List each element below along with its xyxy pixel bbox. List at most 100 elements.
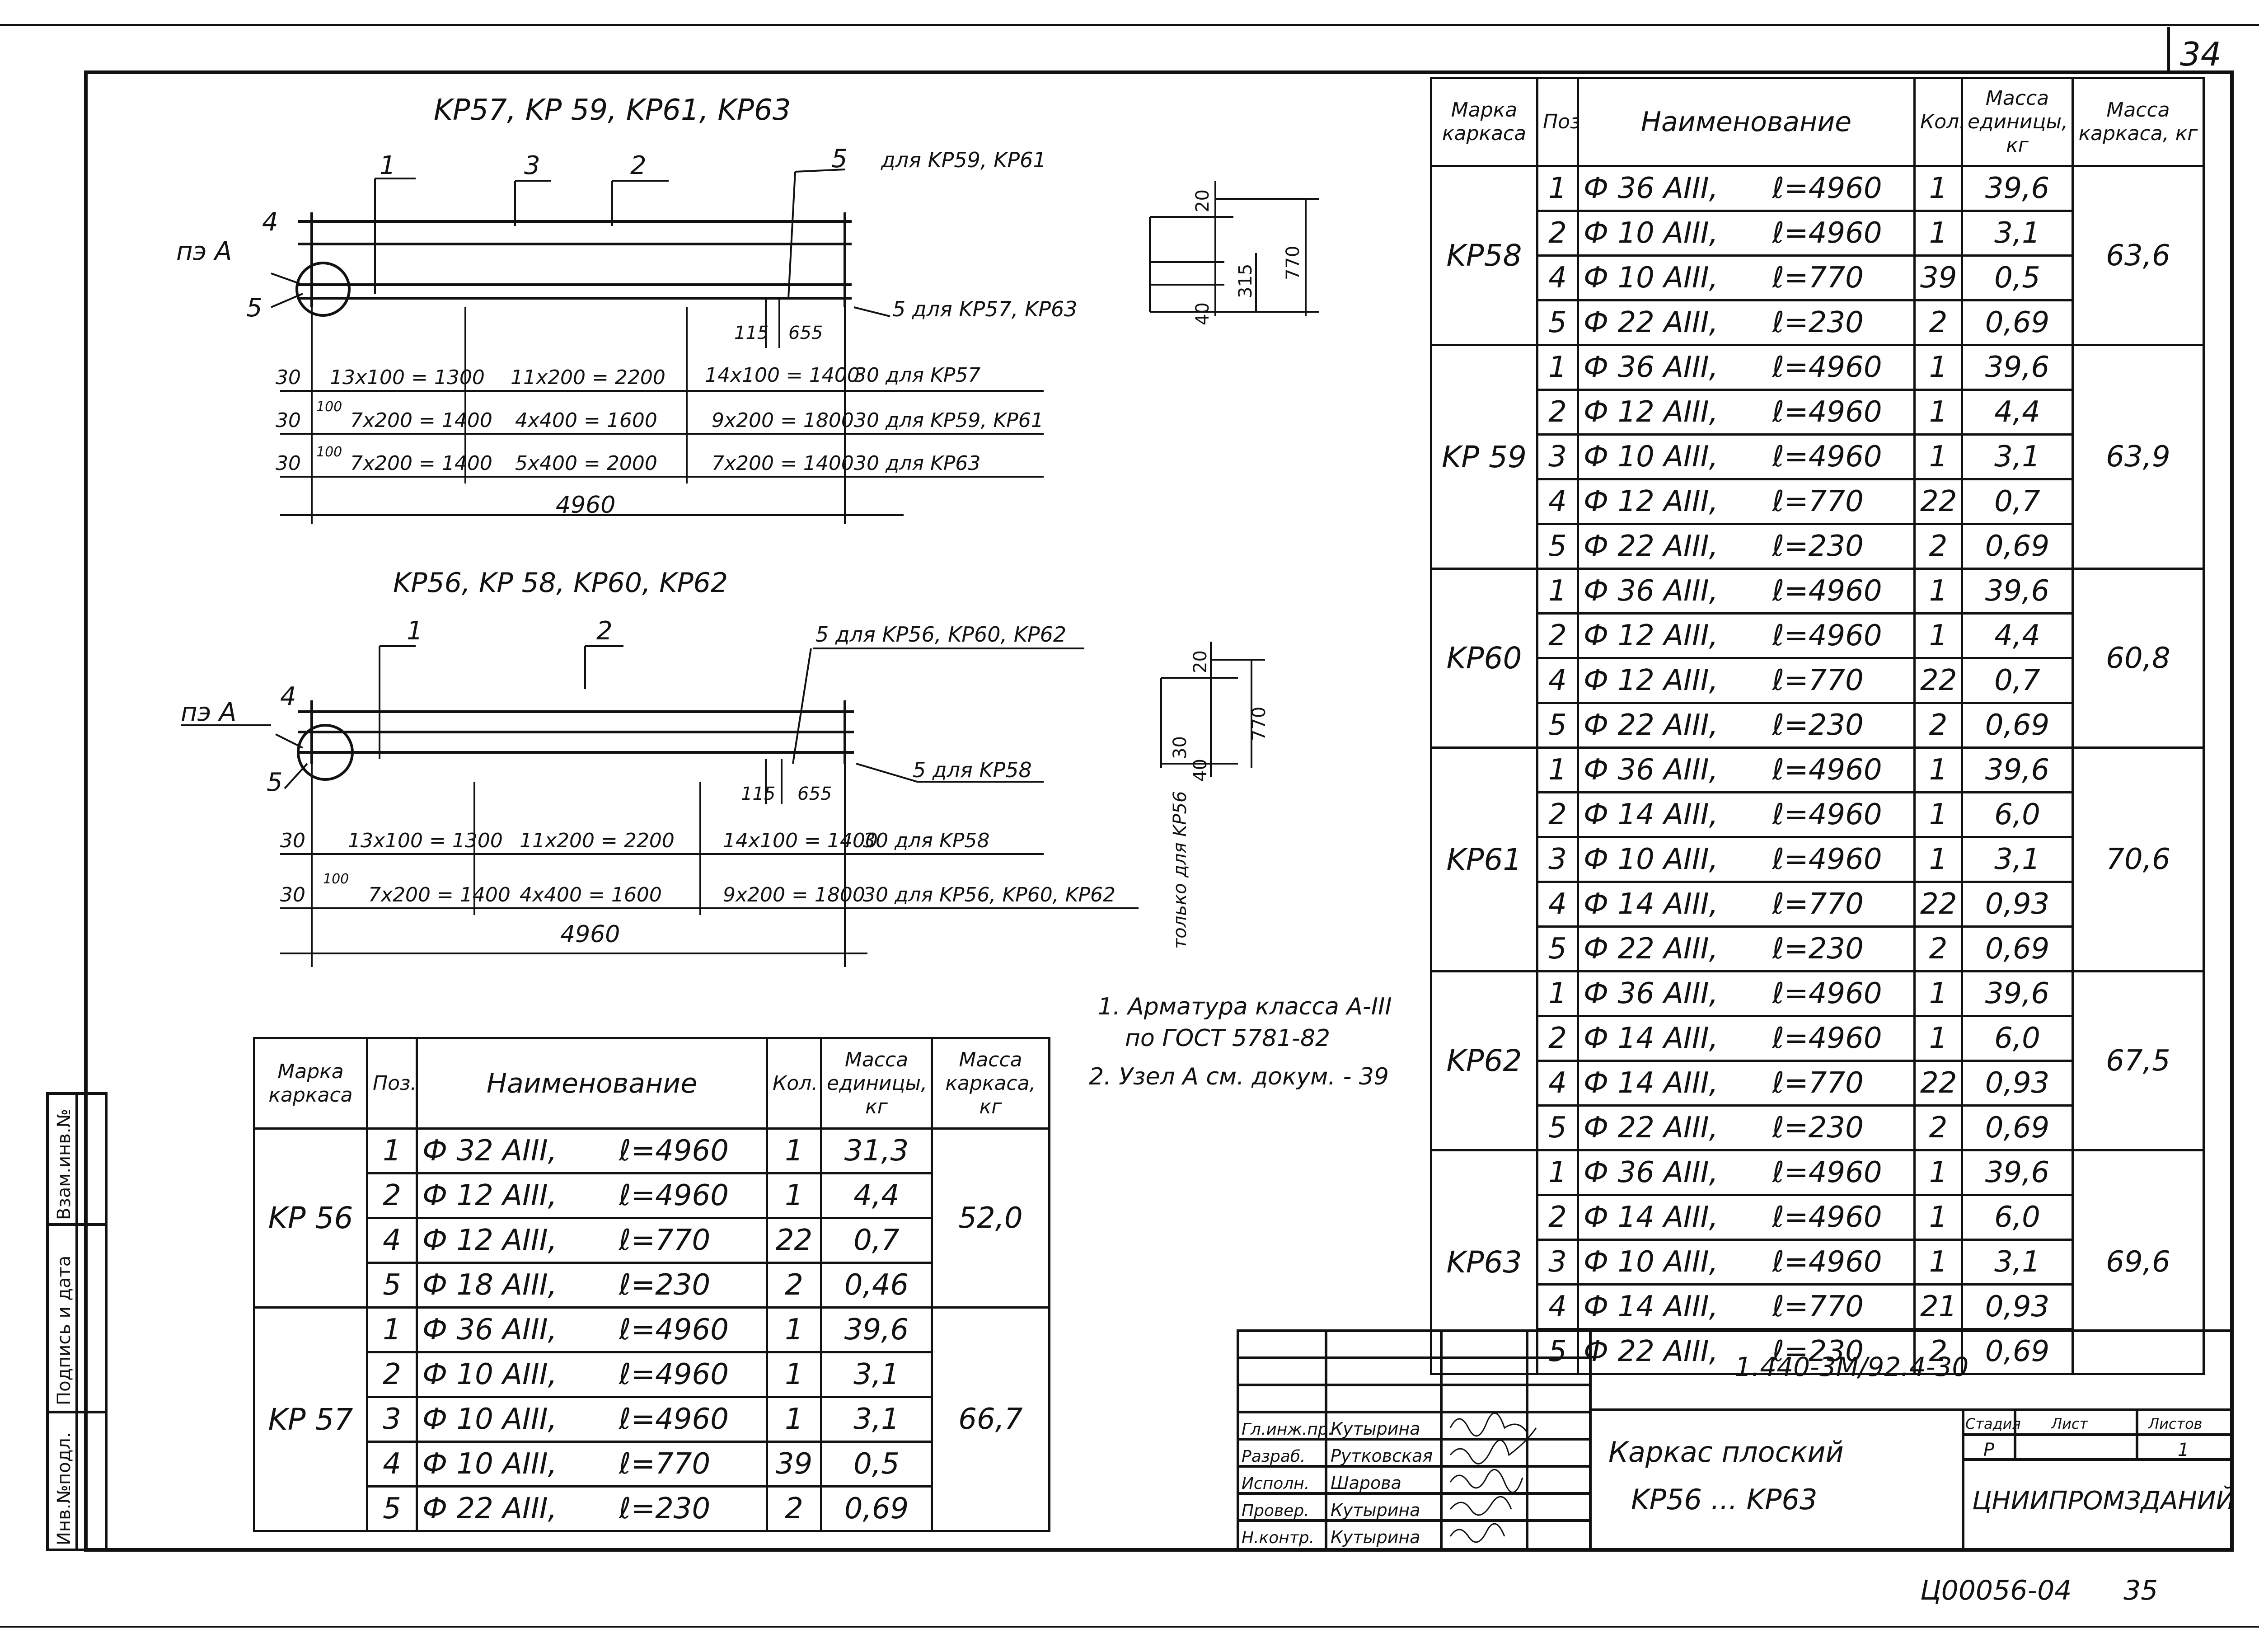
bottom-callout-4: 4 <box>280 682 296 711</box>
quantity: 1 <box>1913 568 1963 615</box>
col-header-mark: Марка каркаса <box>1430 77 1538 167</box>
staff-name-4: Кутырина <box>1331 1527 1420 1547</box>
section-top <box>1149 181 1319 316</box>
position-number: 1 <box>366 1306 418 1353</box>
rebar-length: ℓ=770 <box>619 1224 711 1257</box>
quantity: 22 <box>1913 1060 1963 1107</box>
unit-mass: 6,0 <box>1961 1194 2074 1241</box>
rebar-length: ℓ=230 <box>1772 530 1864 563</box>
unit-mass: 0,93 <box>1961 881 2074 928</box>
top-node-label: пэ A <box>176 237 232 266</box>
position-number: 5 <box>1536 299 1579 346</box>
quantity: 2 <box>1913 1104 1963 1151</box>
title-block-frame <box>1237 1329 2233 1551</box>
unit-mass: 4,4 <box>1961 612 2074 659</box>
top-row2-b: 4x400 = 1600 <box>515 409 657 432</box>
rebar-length: ℓ=4960 <box>1772 1156 1882 1189</box>
bottom-callout-1: 1 <box>407 616 423 646</box>
unit-mass: 31,3 <box>820 1127 933 1174</box>
rebar-diameter: Ф 12 АIII, <box>1584 619 1718 652</box>
rebar-name: Ф 22 АIII,ℓ=230 <box>1577 1328 1916 1375</box>
rebar-name: Ф 22 АIII,ℓ=230 <box>1577 299 1916 346</box>
col-header-frame-mass: Масса каркаса, кг <box>931 1037 1050 1130</box>
quantity: 1 <box>1913 344 1963 391</box>
rebar-diameter: Ф 22 АIII, <box>1584 932 1718 966</box>
top-row3-sub: 100 <box>316 444 342 460</box>
rebar-name: Ф 14 АIII,ℓ=4960 <box>1577 1015 1916 1062</box>
rebar-diameter: Ф 14 АIII, <box>1584 1022 1718 1055</box>
staff-name-3: Кутырина <box>1331 1500 1420 1520</box>
bottom-callout-5-note: 5 для KP56, KP60, KP62 <box>815 622 1066 647</box>
position-number: 1 <box>1536 746 1579 793</box>
rebar-diameter: Ф 10 АIII, <box>1584 261 1718 295</box>
position-number: 1 <box>1536 344 1579 391</box>
rebar-length: ℓ=4960 <box>1772 1201 1882 1234</box>
rebar-diameter: Ф 12 АIII, <box>422 1224 557 1257</box>
unit-mass: 3,1 <box>1961 210 2074 257</box>
frame-mass: 66,7 <box>931 1306 1050 1532</box>
side-stamp <box>46 1092 108 1551</box>
unit-mass: 4,4 <box>1961 389 2074 436</box>
quantity: 2 <box>1913 1328 1963 1375</box>
unit-mass: 0,69 <box>1961 702 2074 749</box>
unit-mass: 39,6 <box>1961 746 2074 793</box>
rebar-diameter: Ф 36 АIII, <box>1584 574 1718 608</box>
col-header-qty: Кол. <box>766 1037 822 1130</box>
bottom-total: 4960 <box>560 921 620 948</box>
rebar-diameter: Ф 22 АIII, <box>1584 1335 1718 1368</box>
sheets-label: Листов <box>2148 1415 2203 1432</box>
bottom-row2-sub: 100 <box>323 871 349 887</box>
section-bottom-770: 770 <box>1249 707 1270 741</box>
top-row1-right: 30 для KP57 <box>854 364 980 387</box>
position-number: 1 <box>1536 1149 1579 1196</box>
quantity: 2 <box>1913 299 1963 346</box>
rebar-name: Ф 36 АIII,ℓ=4960 <box>1577 568 1916 615</box>
unit-mass: 0,69 <box>1961 299 2074 346</box>
quantity: 39 <box>1913 254 1963 301</box>
unit-mass: 39,6 <box>1961 1149 2074 1196</box>
quantity: 1 <box>766 1127 822 1174</box>
rebar-length: ℓ=230 <box>1772 1111 1864 1145</box>
rebar-length: ℓ=4960 <box>619 1134 729 1168</box>
section-top-315: 315 <box>1235 264 1256 298</box>
rebar-diameter: Ф 10 АIII, <box>422 1447 557 1481</box>
position-number: 1 <box>366 1127 418 1174</box>
bottom-row1-right: 30 для KP58 <box>863 829 989 852</box>
rebar-name: Ф 36 АIII,ℓ=4960 <box>1577 970 1916 1017</box>
unit-mass: 39,6 <box>1961 568 2074 615</box>
stage-value: Р <box>1983 1440 1995 1460</box>
quantity: 1 <box>1913 389 1963 436</box>
unit-mass: 39,6 <box>1961 165 2074 212</box>
rebar-name: Ф 12 АIII,ℓ=4960 <box>1577 389 1916 436</box>
section-bottom-30: 30 <box>1170 736 1190 759</box>
position-number: 3 <box>1536 433 1579 480</box>
rebar-diameter: Ф 14 АIII, <box>1584 1066 1718 1100</box>
bottom-code: Ц00056-04 <box>1920 1575 2072 1606</box>
top-callout-1: 1 <box>380 151 396 180</box>
position-number: 1 <box>1536 568 1579 615</box>
staff-name-1: Рутковская <box>1331 1446 1433 1466</box>
rebar-diameter: Ф 36 АIII, <box>1584 753 1718 787</box>
rebar-name: Ф 22 АIII,ℓ=230 <box>1577 523 1916 570</box>
position-number: 5 <box>1536 523 1579 570</box>
rebar-name: Ф 14 АIII,ℓ=770 <box>1577 1060 1916 1107</box>
staff-name-0: Кутырина <box>1331 1419 1420 1439</box>
frame-mark: KP58 <box>1430 165 1538 346</box>
quantity: 1 <box>1913 165 1963 212</box>
position-number: 4 <box>1536 254 1579 301</box>
bottom-row1-left: 30 <box>280 829 305 852</box>
unit-mass: 0,5 <box>1961 254 2074 301</box>
col-header-name: Наименование <box>416 1037 768 1130</box>
top-dim-655: 655 <box>788 323 823 343</box>
rebar-length: ℓ=4960 <box>619 1179 729 1212</box>
